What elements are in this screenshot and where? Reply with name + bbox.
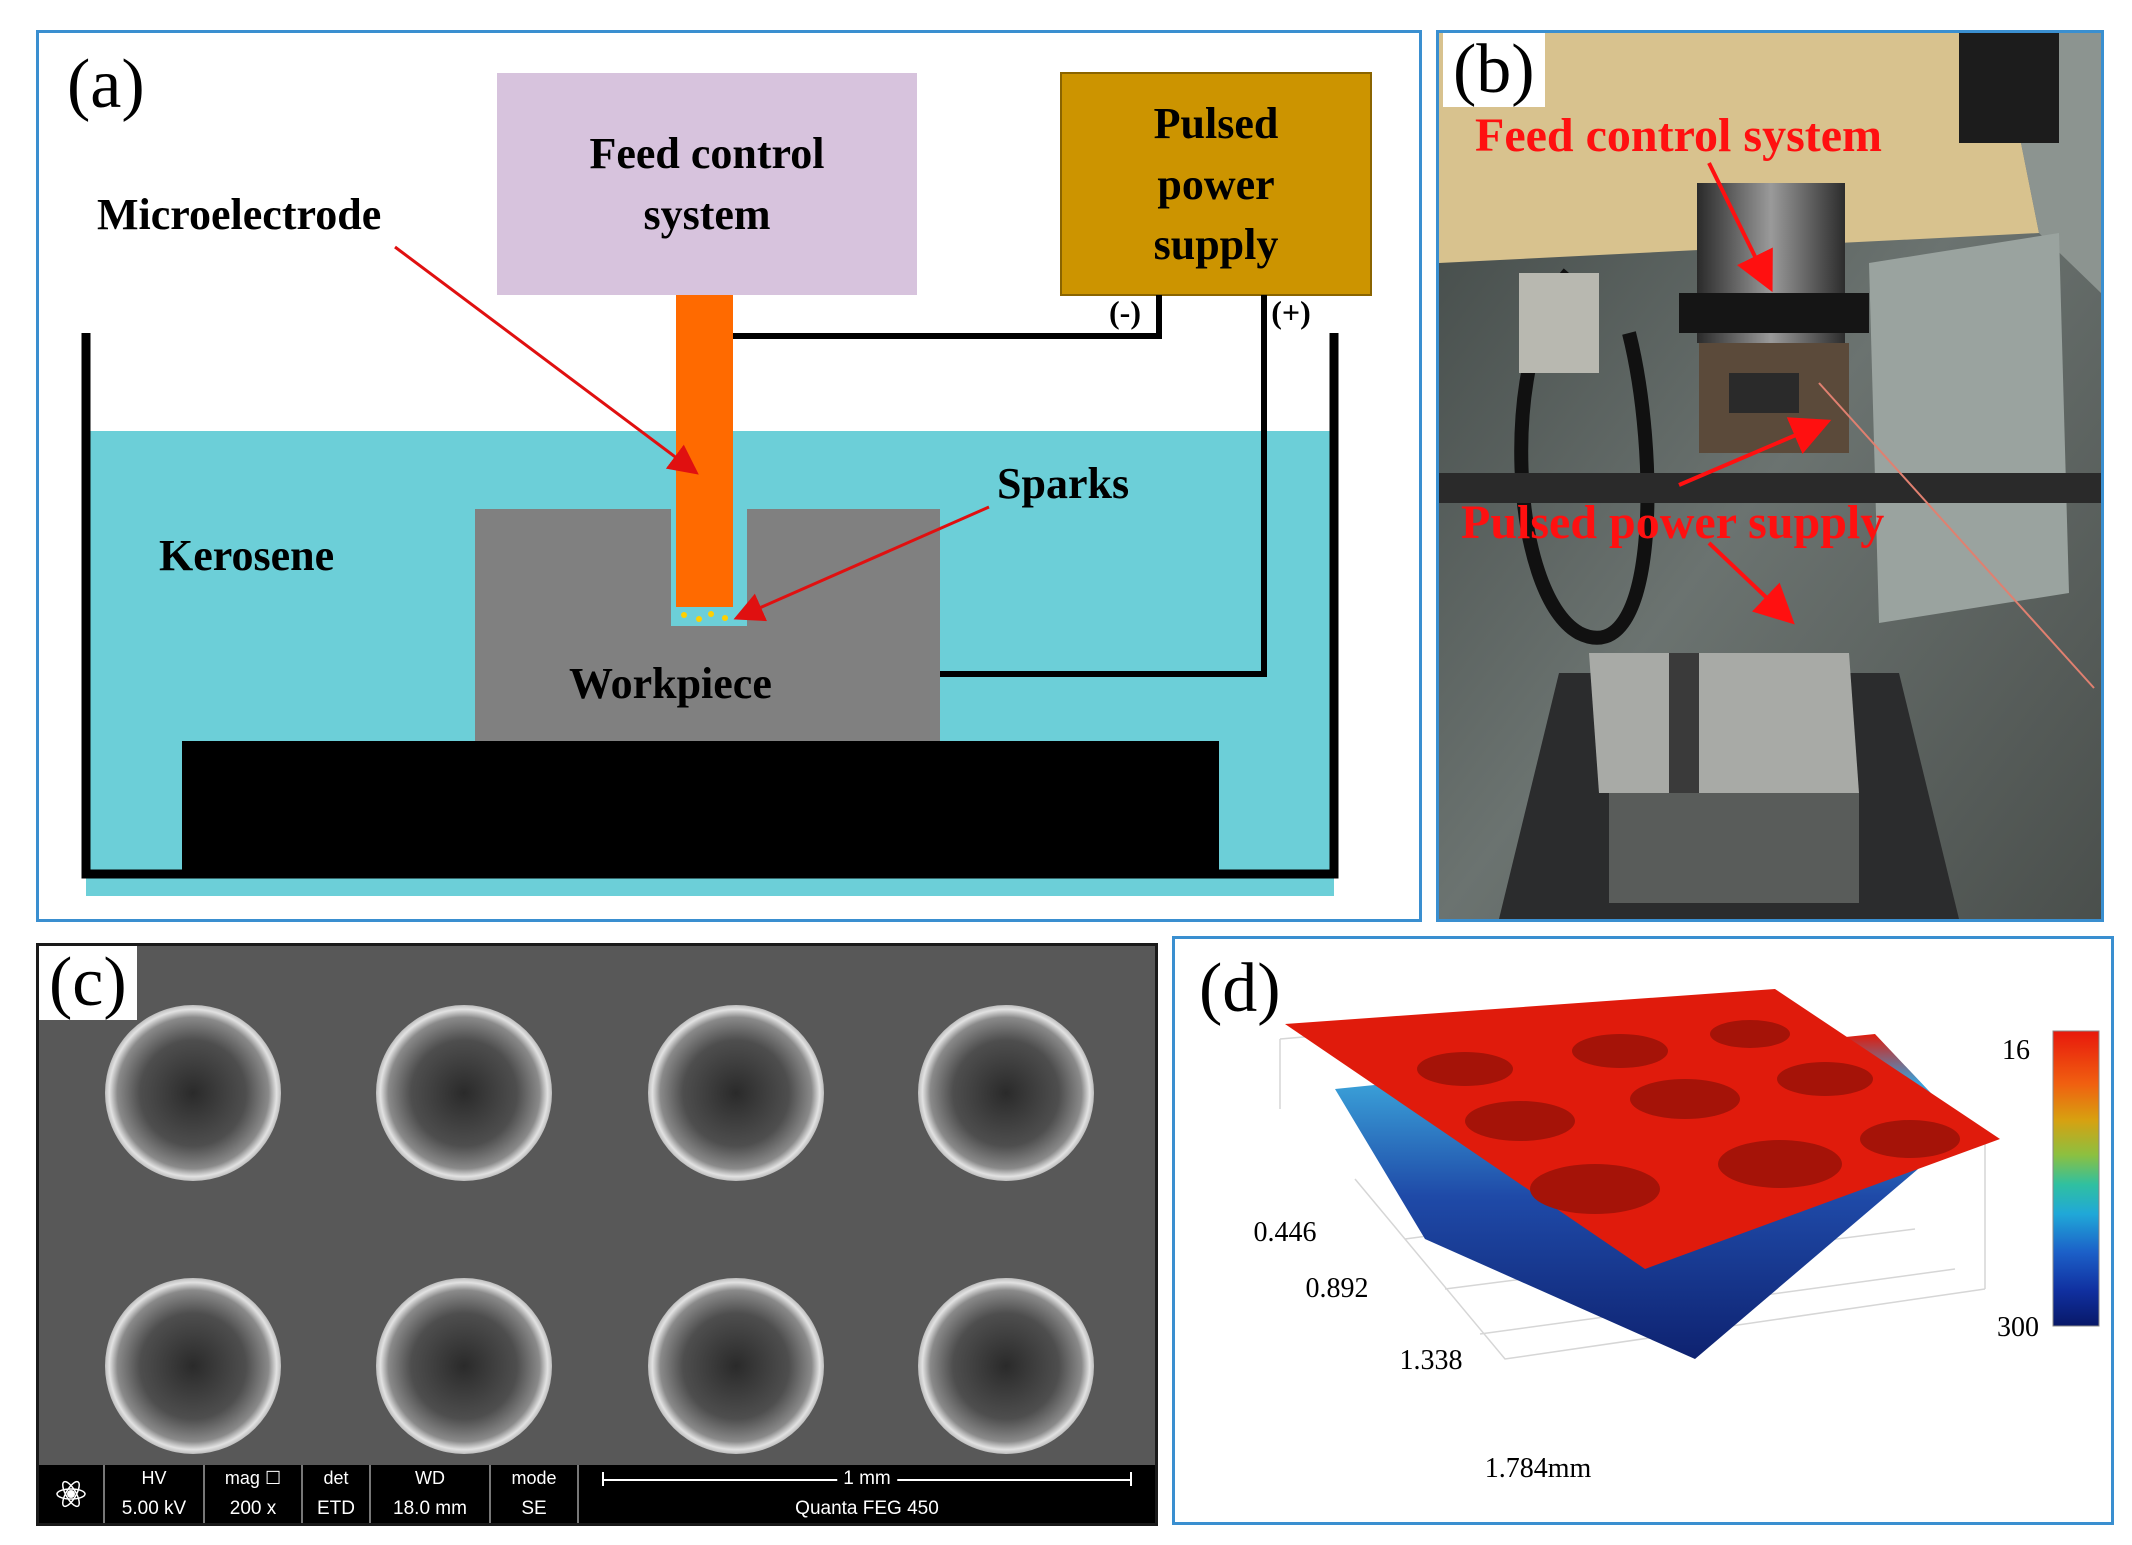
- kerosene-label: Kerosene: [159, 531, 334, 580]
- axis-tick-1: 0.446: [1254, 1217, 1317, 1248]
- colorbar: [2052, 1030, 2100, 1327]
- microelectrode-arrow: [394, 245, 699, 475]
- microelectrode-rod: [676, 293, 733, 607]
- base-platform: [182, 741, 1219, 874]
- panel-a-schematic: (a) Feed control system Pulsed power: [36, 30, 1422, 922]
- colorbar-min: 300: [1997, 1312, 2039, 1343]
- machine-photo: Feed control system Pulsed power supply: [1439, 33, 2101, 919]
- sparks-label: Sparks: [997, 459, 1129, 508]
- edm-schematic: Feed control system Pulsed power supply …: [81, 72, 1372, 896]
- sem-scale-area: 1 mm Quanta FEG 450: [579, 1465, 1155, 1523]
- sem-instrument: Quanta FEG 450: [795, 1498, 939, 1519]
- axis-tick-4: 1.784mm: [1485, 1453, 1592, 1484]
- minus-terminal-label: (-): [1109, 294, 1141, 330]
- pulsed-power-text-3: supply: [1154, 220, 1279, 269]
- photo-power-label: Pulsed power supply: [1461, 496, 1884, 549]
- negative-wire: [733, 295, 1162, 339]
- feed-control-text-2: system: [643, 190, 770, 239]
- sem-mag: mag ☐200 x: [205, 1465, 303, 1523]
- pulsed-power-box: [1060, 72, 1372, 296]
- sem-scale-label: 1 mm: [837, 1468, 897, 1490]
- panel-d-label: (d): [1199, 950, 1281, 1027]
- sem-logo-icon: [39, 1465, 105, 1523]
- panel-b-photo: Feed control system Pulsed power supply …: [1436, 30, 2104, 922]
- plus-terminal-label: (+): [1271, 294, 1311, 330]
- dimple-array: [105, 1005, 1094, 1454]
- pulsed-power-text-2: power: [1157, 160, 1274, 209]
- pulsed-power-text-1: Pulsed: [1154, 99, 1279, 148]
- surface-holes: [1417, 1020, 1960, 1214]
- panel-a-label: (a): [67, 46, 145, 123]
- axis-tick-2: 0.892: [1306, 1273, 1369, 1304]
- positive-wire: [940, 295, 1267, 677]
- feed-control-box: [497, 73, 917, 295]
- workpiece-label: Workpiece: [569, 659, 772, 708]
- photo-feed-arrow: [1707, 162, 1773, 293]
- sparks-arrow: [733, 505, 990, 622]
- surface-3d-plot: 0.446 0.892 1.338 1.784mm 16 300: [1254, 989, 2100, 1484]
- feed-control-text-1: Feed control: [589, 129, 824, 178]
- panel-b-label: (b): [1443, 33, 1545, 107]
- photo-power-arrow-2: [1707, 541, 1795, 625]
- microelectrode-label: Microelectrode: [97, 190, 381, 239]
- colorbar-max: 16: [2002, 1035, 2030, 1066]
- photo-power-arrow-1: [1678, 417, 1832, 487]
- axis-tick-3: 1.338: [1400, 1345, 1463, 1376]
- panel-c-label: (c): [39, 946, 137, 1020]
- photo-feed-label: Feed control system: [1475, 109, 1882, 162]
- sem-image: [39, 946, 1155, 1466]
- spark-dots: [681, 611, 728, 622]
- panel-d-3d-profile: (d): [1172, 936, 2114, 1525]
